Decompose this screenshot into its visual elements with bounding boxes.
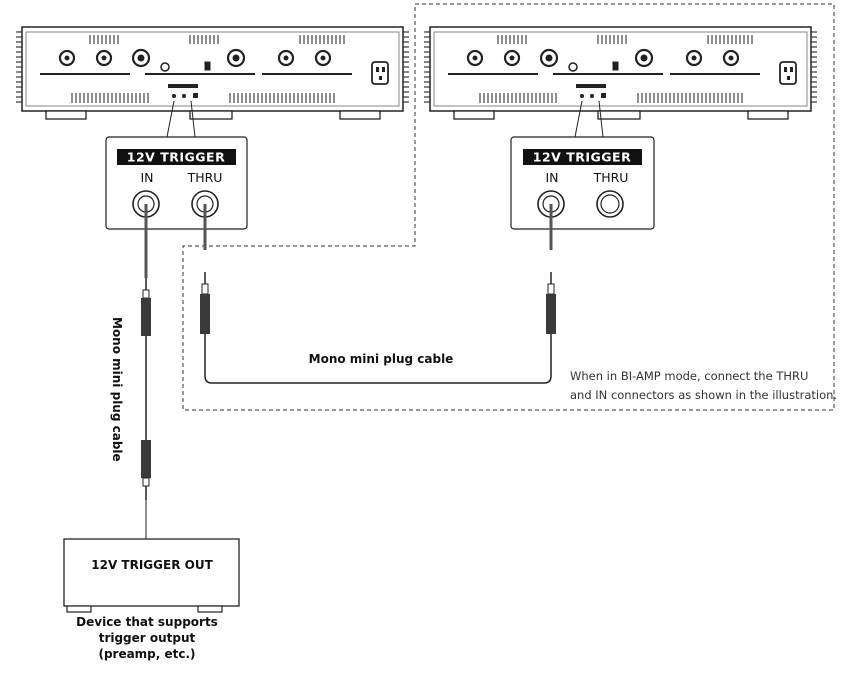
device-caption-line-3: (preamp, etc.) [98, 647, 195, 661]
amplifier-2-trigger-callout: 12V TRIGGER IN THRU [510, 100, 655, 230]
vent-slots-bottom [479, 93, 743, 103]
trigger-out-label: 12V TRIGGER OUT [91, 558, 213, 572]
trigger-thru-jack [596, 190, 624, 218]
trigger-header-bar [523, 149, 642, 165]
device-caption-line-1: Device that supports [76, 615, 218, 629]
vertical-mono-mini-plug-cable [141, 204, 151, 500]
speaker-terminals-left [448, 49, 538, 75]
vertical-cable-label: Mono mini plug cable [110, 317, 124, 462]
bi-amp-dashed-region [182, 3, 835, 411]
trigger-source-device [63, 500, 240, 613]
trigger-jacks-small [576, 84, 606, 98]
trigger-jacks-small [168, 84, 198, 98]
amp-feet [45, 110, 381, 120]
horizontal-cable-label: Mono mini plug cable [309, 352, 454, 366]
side-heat-fins [16, 31, 409, 103]
amplifier-2-rear-panel [424, 26, 817, 120]
trigger-in-label: IN [545, 170, 558, 185]
speaker-terminals-right [262, 49, 352, 75]
amplifier-1-trigger-callout: 12V TRIGGER IN THRU [105, 100, 248, 230]
xlr-inputs [131, 48, 255, 75]
side-heat-fins [424, 31, 817, 103]
speaker-terminals-right [670, 49, 760, 75]
amplifier-1-rear-panel [16, 26, 409, 120]
trigger-thru-label: THRU [593, 170, 629, 185]
bi-amp-note-line-1: When in BI-AMP mode, connect the THRU [570, 369, 808, 383]
ac-inlet [779, 61, 797, 85]
speaker-terminals-left [40, 49, 130, 75]
ac-inlet [371, 61, 389, 85]
trigger-in-label: IN [140, 170, 153, 185]
device-caption-line-2: trigger output [99, 631, 196, 645]
trigger-thru-label: THRU [187, 170, 223, 185]
trigger-header-label: 12V TRIGGER [533, 150, 631, 165]
vent-slots-bottom [71, 93, 335, 103]
horizontal-mono-mini-plug-cable [200, 204, 556, 384]
xlr-inputs [539, 48, 663, 75]
trigger-header-label: 12V TRIGGER [127, 150, 225, 165]
vent-slots-top [89, 35, 345, 44]
amp-feet [453, 110, 789, 120]
bi-amp-note-line-2: and IN connectors as shown in the illust… [570, 388, 837, 402]
vent-slots-top [497, 35, 753, 44]
trigger-header-bar [117, 149, 236, 165]
